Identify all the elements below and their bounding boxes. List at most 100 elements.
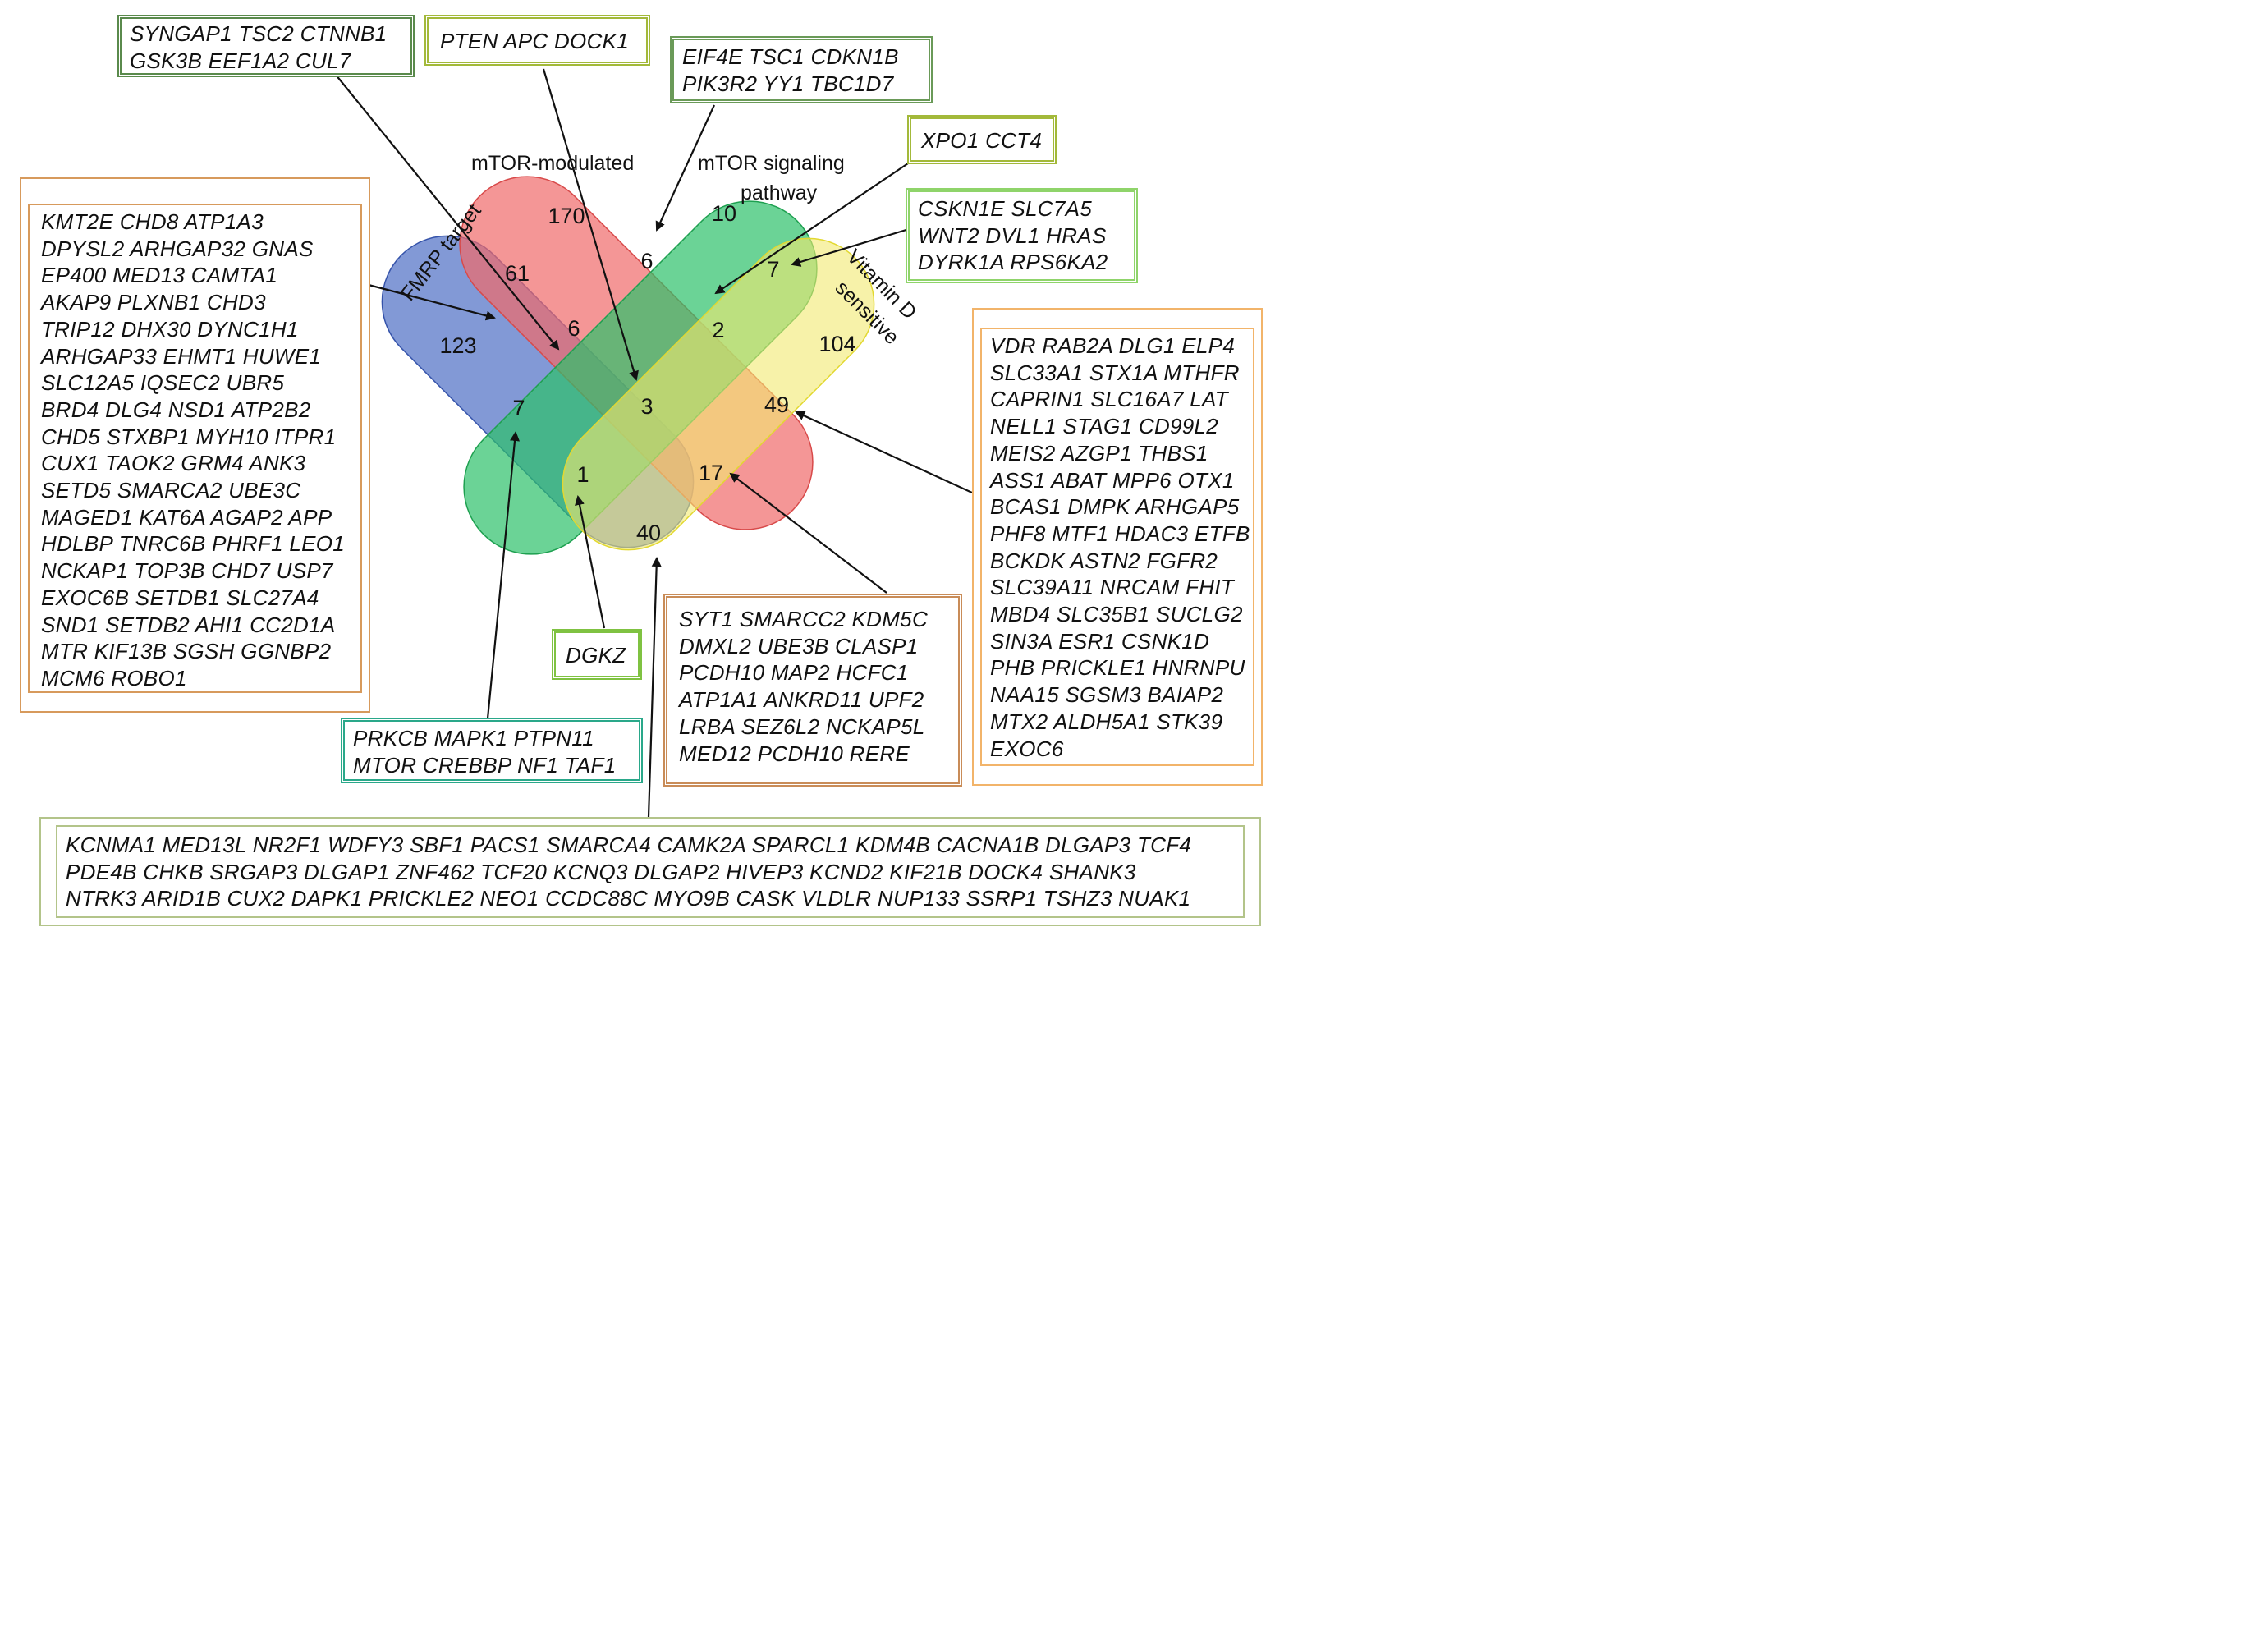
count-mtor-mod-vitd: 49 <box>764 392 789 417</box>
gene-line: HDLBP TNRC6B PHRF1 LEO1 <box>41 531 346 557</box>
gene-line: NTRK3 ARID1B CUX2 DAPK1 PRICKLE2 NEO1 CC… <box>66 886 1191 911</box>
set-vitamin-d-sensitive <box>562 237 875 551</box>
gene-line: NAA15 SGSM3 BAIAP2 <box>990 682 1224 708</box>
count-fmrp-mtor-sig-vitd: 1 <box>576 462 589 487</box>
gene-line: GSK3B EEF1A2 CUL7 <box>130 48 351 73</box>
arrow-mtor-mod-vitd <box>795 411 973 494</box>
gene-line: MAGED1 KAT6A AGAP2 APP <box>41 504 332 530</box>
count-vitd-only: 104 <box>819 332 855 356</box>
genes-box-mtor-mod-mtor-sig: EIF4E TSC1 CDKN1B PIK3R2 YY1 TBC1D7 <box>670 36 933 103</box>
gene-line: EXOC6 <box>990 736 1064 761</box>
count-fmrp-vitd: 40 <box>636 521 661 545</box>
gene-line: ARHGAP33 EHMT1 HUWE1 <box>41 343 322 369</box>
venn-diagram: FMRP target mTOR-modulated mTOR signalin… <box>335 68 973 818</box>
gene-line: SYT1 SMARCC2 KDM5C <box>679 607 929 631</box>
count-mtor-mod-only: 170 <box>548 204 585 228</box>
gene-line: MCM6 ROBO1 <box>41 665 187 691</box>
count-fmrp-mtor-mod: 61 <box>505 261 530 286</box>
gene-line: PTEN APC DOCK1 <box>440 29 630 53</box>
gene-line: ATP1A1 ANKRD11 UPF2 <box>679 687 924 713</box>
count-fmrp-mtor-sig: 7 <box>512 396 525 420</box>
genes-box-fmrp-mtor-mod-mtor-sig: SYNGAP1 TSC2 CTNNB1 GSK3B EEF1A2 CUL7 <box>117 15 415 77</box>
count-mtor-mod-mtor-sig-vitd: 2 <box>712 318 724 342</box>
gene-line: PDE4B CHKB SRGAP3 DLGAP1 ZNF462 TCF20 KC… <box>66 859 1136 884</box>
gene-line: CUX1 TAOK2 GRM4 ANK3 <box>41 451 306 476</box>
gene-line: PIK3R2 YY1 TBC1D7 <box>682 71 894 96</box>
mtor-modulated-label: mTOR-modulated <box>471 152 634 175</box>
count-fmrp-mtor-mod-mtor-sig: 6 <box>567 316 580 341</box>
count-all-four: 3 <box>640 394 653 419</box>
gene-line: PCDH10 MAP2 HCFC1 <box>679 660 909 686</box>
gene-line: DGKZ <box>566 643 626 668</box>
gene-line: CAPRIN1 SLC16A7 LAT <box>990 387 1228 412</box>
gene-line: CSKN1E SLC7A5 <box>918 196 1093 221</box>
gene-line: EP400 MED13 CAMTA1 <box>41 263 278 288</box>
genes-box-mtor-mod-vitd: VDR RAB2A DLG1 ELP4 SLC33A1 STX1A MTHFR … <box>980 328 1254 766</box>
genes-box-fmrp-mtor-mod: KMT2E CHD8 ATP1A3 DPYSL2 ARHGAP32 GNAS E… <box>28 204 362 693</box>
gene-line: NELL1 STAG1 CD99L2 <box>990 414 1219 439</box>
arrow-mtor-sig-vitd <box>791 227 910 267</box>
gene-line: PRKCB MAPK1 PTPN11 <box>353 726 594 750</box>
gene-line: AKAP9 PLXNB1 CHD3 <box>41 290 266 315</box>
gene-line: BCKDK ASTN2 FGFR2 <box>990 548 1218 573</box>
gene-line: SLC33A1 STX1A MTHFR <box>990 360 1240 385</box>
count-mtor-sig-vitd: 7 <box>767 257 779 282</box>
arrow-mtor-mod-mtor-sig <box>655 104 715 232</box>
gene-line: MED12 PCDH10 RERE <box>679 741 910 766</box>
arrow-all-four <box>542 68 639 381</box>
genes-box-fmrp-mtor-mod-vitd: SYT1 SMARCC2 KDM5C DMXL2 UBE3B CLASP1 PC… <box>663 594 962 787</box>
gene-line: MEIS2 AZGP1 THBS1 <box>990 440 1208 466</box>
arrow-fmrp-mtor-mod <box>368 283 496 321</box>
gene-line: LRBA SEZ6L2 NCKAP5L <box>679 714 925 739</box>
gene-line: NCKAP1 TOP3B CHD7 USP7 <box>41 558 333 584</box>
count-mtor-mod-mtor-sig: 6 <box>640 249 653 273</box>
gene-line: PHB PRICKLE1 HNRNPU <box>990 655 1245 681</box>
genes-box-fmrp-vitd-outer: KCNMA1 MED13L NR2F1 WDFY3 SBF1 PACS1 SMA… <box>39 817 1261 926</box>
gene-line: BCAS1 DMPK ARHGAP5 <box>990 494 1240 520</box>
gene-line: VDR RAB2A DLG1 ELP4 <box>990 333 1236 358</box>
count-fmrp-mtor-mod-vitd: 17 <box>699 461 723 485</box>
count-fmrp-only: 123 <box>439 333 476 358</box>
gene-line: CHD5 STXBP1 MYH10 ITPR1 <box>41 424 337 449</box>
gene-line: SND1 SETDB2 AHI1 CC2D1A <box>41 612 336 637</box>
gene-line: SIN3A ESR1 CSNK1D <box>990 628 1210 654</box>
gene-line: TRIP12 DHX30 DYNC1H1 <box>41 316 299 342</box>
gene-line: ASS1 ABAT MPP6 OTX1 <box>990 467 1235 493</box>
mtor-signaling-label-line2: pathway <box>741 181 818 204</box>
arrow-mtor-mod-mtor-sig-vitd <box>714 163 909 295</box>
gene-line: BRD4 DLG4 NSD1 ATP2B2 <box>41 397 311 422</box>
genes-box-mtor-mod-vitd-outer: VDR RAB2A DLG1 ELP4 SLC33A1 STX1A MTHFR … <box>972 308 1263 786</box>
gene-line: XPO1 CCT4 <box>921 128 1043 153</box>
gene-line: DMXL2 UBE3B CLASP1 <box>679 633 919 659</box>
gene-line: PHF8 MTF1 HDAC3 ETFB <box>990 521 1250 546</box>
gene-line: EIF4E TSC1 CDKN1B <box>682 44 899 69</box>
arrow-fmrp-vitd <box>647 557 662 818</box>
gene-line: SLC39A11 NRCAM FHIT <box>990 575 1235 600</box>
gene-line: MTR KIF13B SGSH GGNBP2 <box>41 639 332 664</box>
gene-line: SETD5 SMARCA2 UBE3C <box>41 478 301 503</box>
gene-line: SLC12A5 IQSEC2 UBR5 <box>41 370 285 396</box>
genes-box-mtor-mod-mtor-sig-vitd: XPO1 CCT4 <box>907 115 1057 164</box>
arrow-fmrp-mtor-sig <box>486 431 520 719</box>
arrow-fmrp-mtor-mod-mtor-sig <box>335 74 560 351</box>
gene-line: EXOC6B SETDB1 SLC27A4 <box>41 585 319 610</box>
genes-box-mtor-sig-vitd: CSKN1E SLC7A5 WNT2 DVL1 HRAS DYRK1A RPS6… <box>906 188 1138 283</box>
gene-line: DPYSL2 ARHGAP32 GNAS <box>41 236 314 261</box>
gene-line: SYNGAP1 TSC2 CTNNB1 <box>130 21 388 46</box>
gene-line: MTOR CREBBP NF1 TAF1 <box>353 752 617 778</box>
arrow-fmrp-mtor-mod-vitd <box>729 472 887 594</box>
gene-line: KCNMA1 MED13L NR2F1 WDFY3 SBF1 PACS1 SMA… <box>66 833 1192 857</box>
genes-box-fmrp-mtor-mod-outer: KMT2E CHD8 ATP1A3 DPYSL2 ARHGAP32 GNAS E… <box>20 177 370 713</box>
genes-box-fmrp-mtor-sig: PRKCB MAPK1 PTPN11 MTOR CREBBP NF1 TAF1 <box>341 718 643 783</box>
genes-box-all-four: PTEN APC DOCK1 <box>424 15 650 66</box>
gene-line: WNT2 DVL1 HRAS <box>918 223 1107 248</box>
count-mtor-sig-only: 10 <box>712 201 736 226</box>
gene-line: KMT2E CHD8 ATP1A3 <box>41 209 264 234</box>
gene-line: MBD4 SLC35B1 SUCLG2 <box>990 602 1243 627</box>
arrow-fmrp-mtor-sig-vitd <box>575 495 606 629</box>
mtor-signaling-label-line1: mTOR signaling <box>698 152 845 175</box>
genes-box-fmrp-vitd: KCNMA1 MED13L NR2F1 WDFY3 SBF1 PACS1 SMA… <box>56 825 1245 918</box>
genes-box-fmrp-mtor-sig-vitd: DGKZ <box>552 629 642 680</box>
gene-line: MTX2 ALDH5A1 STK39 <box>990 709 1223 734</box>
gene-line: DYRK1A RPS6KA2 <box>918 250 1108 275</box>
